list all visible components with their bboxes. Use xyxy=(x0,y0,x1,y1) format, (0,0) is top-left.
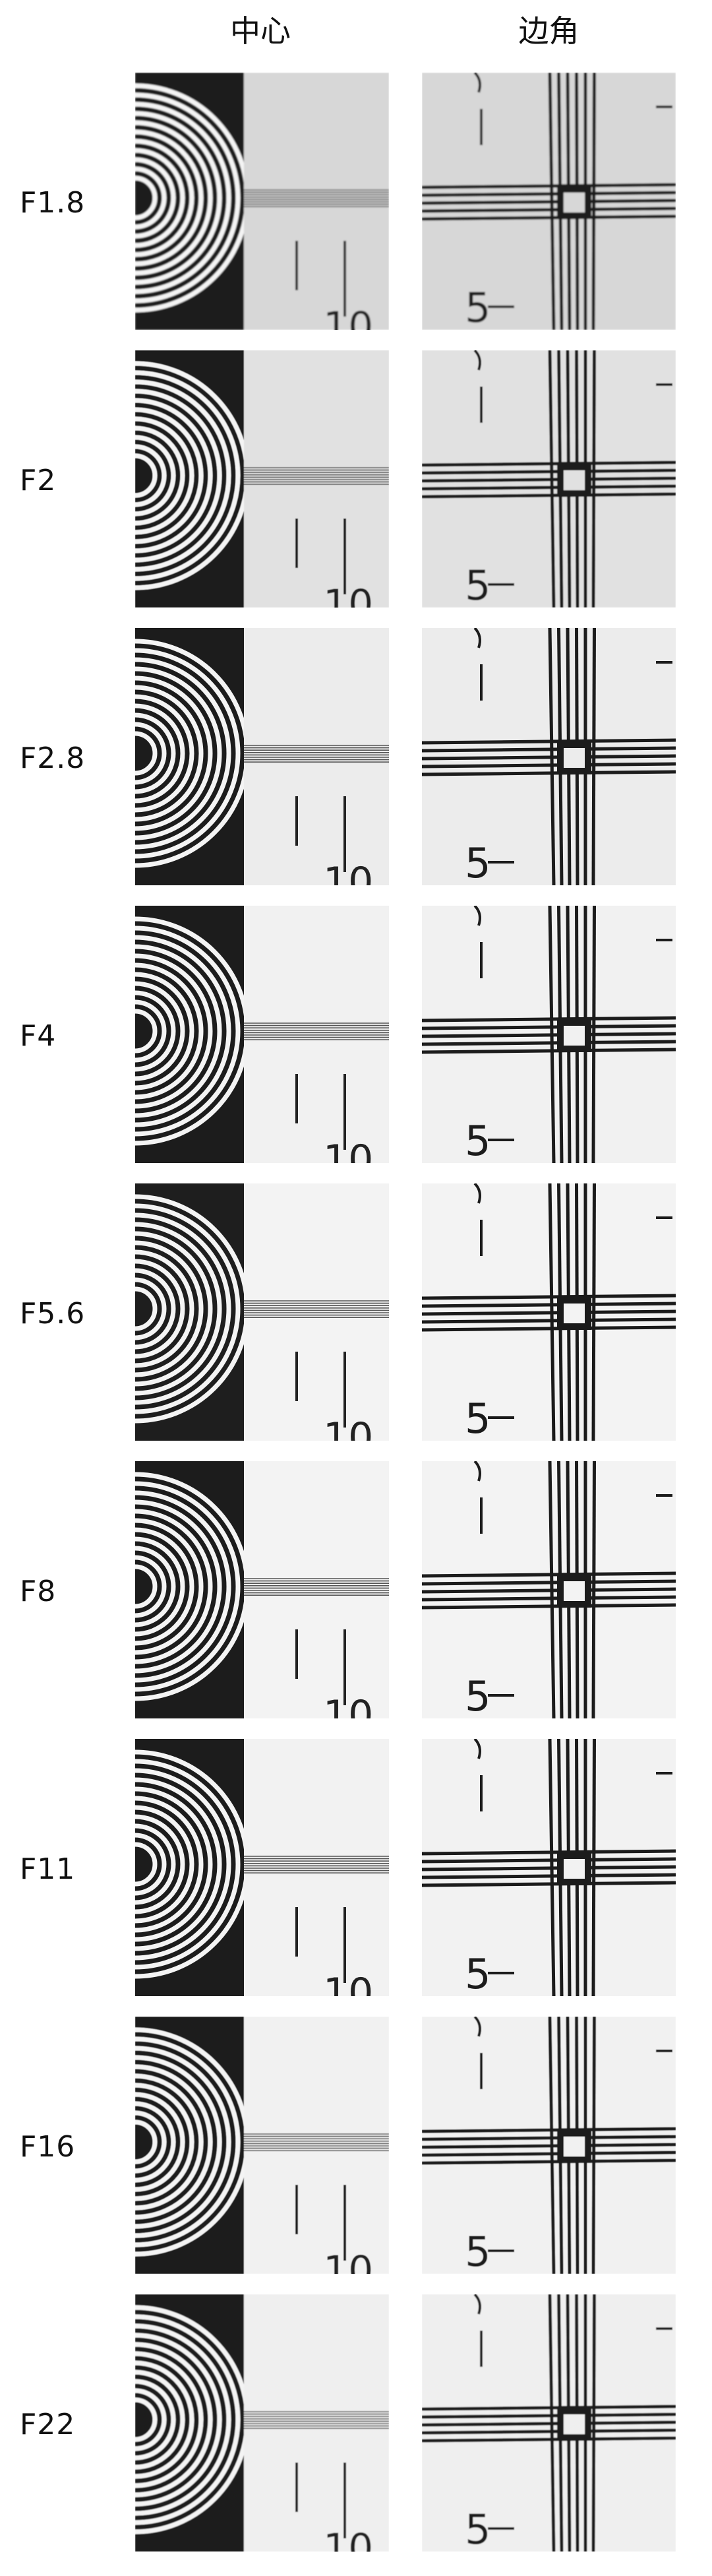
chart-number-10: 10 xyxy=(323,581,373,608)
corner-crop-image: 5 xyxy=(422,2294,676,2552)
center-resolution-chart: 10 xyxy=(135,1461,389,1718)
aperture-row: F2 10 5 xyxy=(0,350,712,611)
center-crop-image: 10 xyxy=(135,1739,389,1996)
aperture-label: F22 xyxy=(20,2408,76,2441)
aperture-row: F16 10 5 xyxy=(0,2017,712,2277)
corner-resolution-chart: 5 xyxy=(422,906,676,1163)
center-resolution-chart: 10 xyxy=(135,2017,389,2274)
chart-number-5: 5 xyxy=(465,1117,490,1163)
center-resolution-chart: 10 xyxy=(135,350,389,608)
corner-resolution-chart: 5 xyxy=(422,350,676,608)
corner-crop-image: 5 xyxy=(422,1461,676,1718)
center-crop-image: 10 xyxy=(135,1183,389,1441)
corner-resolution-chart: 5 xyxy=(422,2017,676,2274)
corner-resolution-chart: 5 xyxy=(422,1739,676,1996)
aperture-row: F22 10 5 xyxy=(0,2294,712,2555)
chart-number-10: 10 xyxy=(323,1970,373,1996)
aperture-label: F2.8 xyxy=(20,741,86,775)
chart-number-5: 5 xyxy=(465,2505,490,2552)
chart-number-10: 10 xyxy=(323,2525,373,2552)
corner-crop-image: 5 xyxy=(422,628,676,885)
corner-resolution-chart: 5 xyxy=(422,2294,676,2552)
center-column-title: 中心 xyxy=(230,13,291,49)
chart-number-5: 5 xyxy=(465,1395,490,1441)
center-resolution-chart: 10 xyxy=(135,628,389,885)
column-header: 中心 边角 xyxy=(0,0,712,63)
aperture-row: F2.8 10 5 xyxy=(0,628,712,889)
aperture-label: F1.8 xyxy=(20,186,86,220)
center-resolution-chart: 10 xyxy=(135,2294,389,2552)
chart-number-10: 10 xyxy=(323,1692,373,1718)
aperture-row: F8 10 5 xyxy=(0,1461,712,1722)
corner-resolution-chart: 5 xyxy=(422,1461,676,1718)
aperture-label: F5.6 xyxy=(20,1297,86,1331)
center-crop-image: 10 xyxy=(135,628,389,885)
center-crop-image: 10 xyxy=(135,1461,389,1718)
chart-number-5: 5 xyxy=(465,561,490,608)
chart-number-5: 5 xyxy=(465,284,490,330)
aperture-row: F11 10 5 xyxy=(0,1739,712,1999)
chart-number-10: 10 xyxy=(323,1137,373,1163)
center-resolution-chart: 10 xyxy=(135,1183,389,1441)
corner-crop-image: 5 xyxy=(422,2017,676,2274)
corner-crop-image: 5 xyxy=(422,350,676,608)
center-resolution-chart: 10 xyxy=(135,906,389,1163)
aperture-label: F16 xyxy=(20,2130,76,2164)
corner-crop-image: 5 xyxy=(422,73,676,330)
corner-crop-image: 5 xyxy=(422,1183,676,1441)
center-crop-image: 10 xyxy=(135,2294,389,2552)
chart-number-5: 5 xyxy=(465,1950,490,1996)
corner-column-title: 边角 xyxy=(518,13,579,49)
center-crop-image: 10 xyxy=(135,906,389,1163)
aperture-row: F1.8 10 5 xyxy=(0,73,712,333)
corner-resolution-chart: 5 xyxy=(422,73,676,330)
chart-number-5: 5 xyxy=(465,1672,490,1718)
aperture-label: F4 xyxy=(20,1019,57,1053)
chart-number-10: 10 xyxy=(323,2247,373,2274)
center-crop-image: 10 xyxy=(135,350,389,608)
corner-resolution-chart: 5 xyxy=(422,1183,676,1441)
corner-crop-image: 5 xyxy=(422,906,676,1163)
aperture-row: F5.6 10 5 xyxy=(0,1183,712,1444)
chart-number-10: 10 xyxy=(323,303,373,330)
center-resolution-chart: 10 xyxy=(135,73,389,330)
chart-number-10: 10 xyxy=(323,1414,373,1441)
aperture-label: F2 xyxy=(20,464,57,497)
chart-number-5: 5 xyxy=(465,839,490,885)
aperture-row: F4 10 5 xyxy=(0,906,712,1166)
center-crop-image: 10 xyxy=(135,2017,389,2274)
chart-number-5: 5 xyxy=(465,2228,490,2274)
aperture-label: F8 xyxy=(20,1575,57,1608)
aperture-label: F11 xyxy=(20,1852,76,1886)
center-resolution-chart: 10 xyxy=(135,1739,389,1996)
center-crop-image: 10 xyxy=(135,73,389,330)
chart-number-10: 10 xyxy=(323,859,373,885)
corner-crop-image: 5 xyxy=(422,1739,676,1996)
corner-resolution-chart: 5 xyxy=(422,628,676,885)
